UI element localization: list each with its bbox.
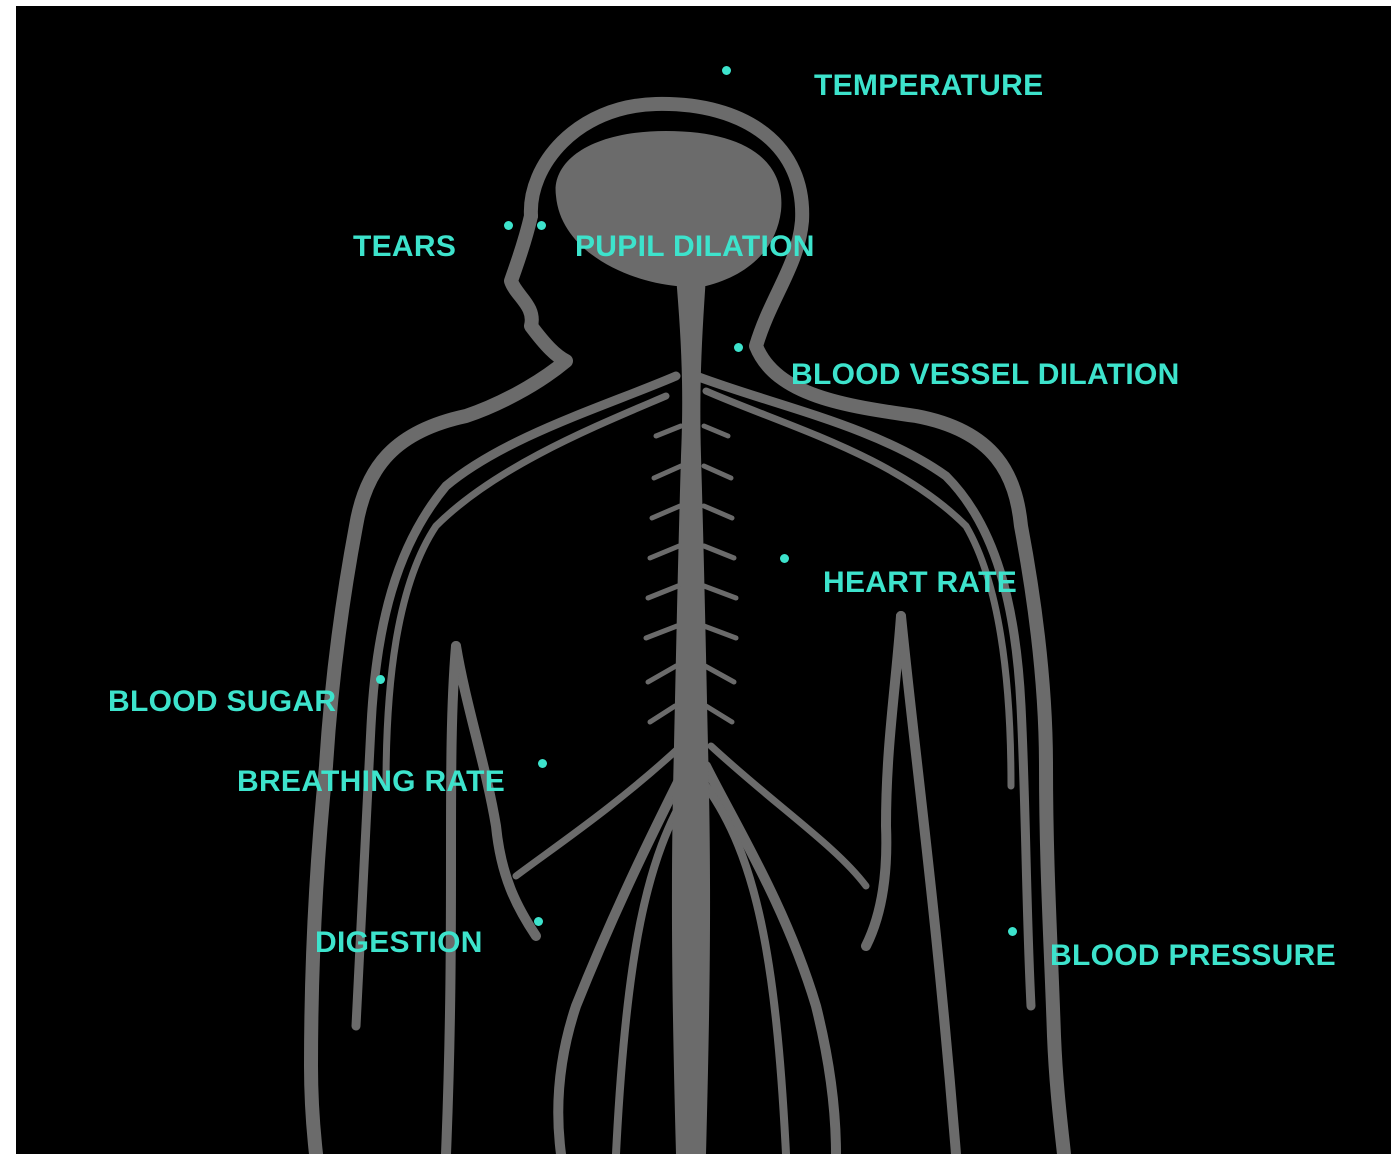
spinal-cord <box>672 276 710 1154</box>
marker-tears <box>504 221 513 230</box>
marker-breathing-rate <box>538 759 547 768</box>
nervous-system-figure <box>16 6 1391 1154</box>
label-breathing-rate: BREATHING RATE <box>237 767 505 797</box>
torso-right <box>901 616 956 1154</box>
label-tears: TEARS <box>353 232 456 262</box>
label-temperature: TEMPERATURE <box>814 71 1043 101</box>
marker-digestion <box>534 917 543 926</box>
marker-heart-rate <box>780 554 789 563</box>
body-outline-right <box>311 216 566 1154</box>
torso-left <box>446 646 456 1154</box>
label-heart-rate: HEART RATE <box>823 568 1017 598</box>
label-blood-vessel-dilation: BLOOD VESSEL DILATION <box>791 360 1180 390</box>
label-blood-pressure: BLOOD PRESSURE <box>1050 941 1336 971</box>
marker-temperature <box>722 66 731 75</box>
marker-blood-sugar <box>376 675 385 684</box>
nerve-arm-left-2 <box>386 396 666 786</box>
nerve-arm-right-1 <box>696 376 1031 1006</box>
marker-pupil-dilation <box>537 221 546 230</box>
label-blood-sugar: BLOOD SUGAR <box>108 687 336 717</box>
arm-inner-right <box>866 616 901 946</box>
label-digestion: DIGESTION <box>315 928 483 958</box>
marker-blood-vessel-dilation <box>734 343 743 352</box>
label-pupil-dilation: PUPIL DILATION <box>575 232 815 262</box>
diagram-canvas: TEMPERATURE TEARS PUPIL DILATION BLOOD V… <box>16 6 1391 1154</box>
marker-blood-pressure <box>1008 927 1017 936</box>
